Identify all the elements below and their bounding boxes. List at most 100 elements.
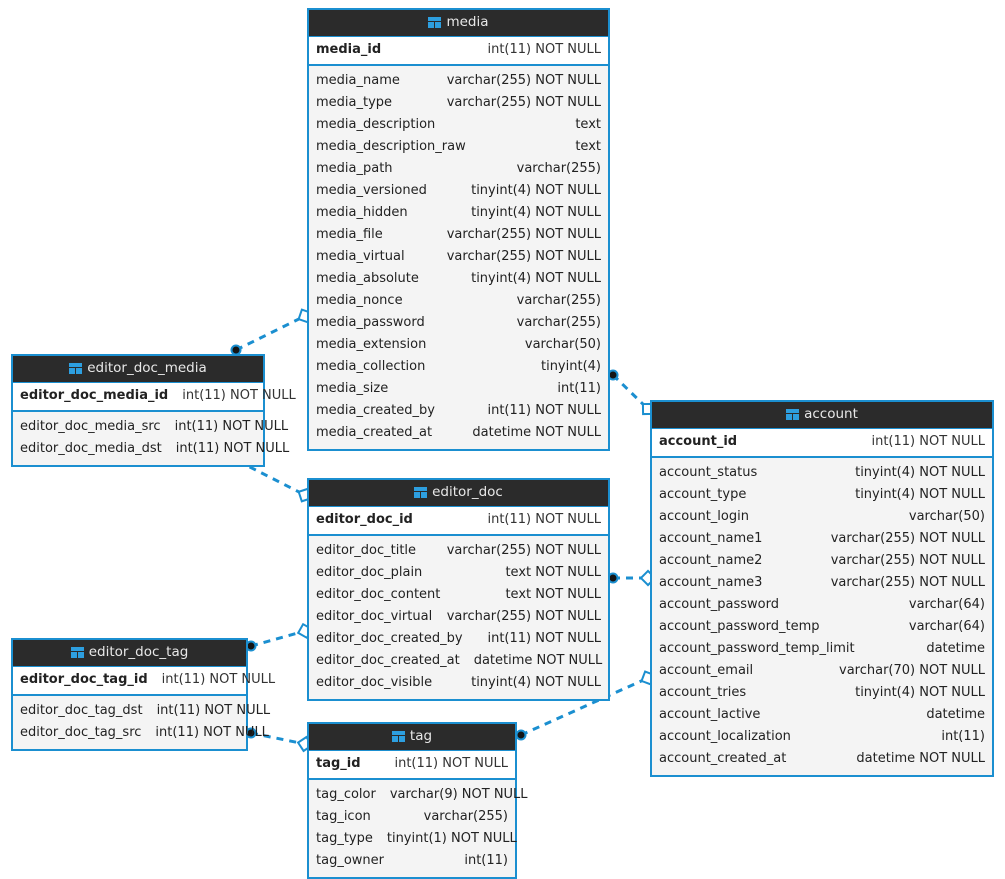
entity-header-media[interactable]: media: [309, 10, 608, 36]
field-name: media_description_raw: [316, 139, 466, 154]
field-type: int(11) NOT NULL: [182, 388, 296, 403]
field-type: datetime: [926, 707, 985, 722]
relation-line: [235, 314, 306, 352]
relation-line: [611, 373, 650, 411]
field-name: account_lactive: [659, 707, 761, 722]
field-type: varchar(255) NOT NULL: [830, 575, 985, 590]
field-row: editor_doc_tag_dst int(11) NOT NULL: [13, 700, 270, 722]
field-name: editor_doc_plain: [316, 565, 423, 580]
field-type: int(11): [941, 729, 985, 744]
field-name: media_absolute: [316, 271, 419, 286]
field-type: int(11): [557, 381, 601, 396]
field-name: editor_doc_tag_dst: [20, 703, 143, 718]
rel-editor_doc-account[interactable]: [607, 569, 657, 587]
field-type: varchar(255) NOT NULL: [446, 543, 601, 558]
field-type: varchar(255) NOT NULL: [446, 73, 601, 88]
field-name: account_email: [659, 663, 754, 678]
field-type: int(11) NOT NULL: [487, 403, 601, 418]
field-type: int(11) NOT NULL: [156, 703, 271, 718]
field-type: varchar(255) NOT NULL: [830, 553, 985, 568]
field-type: int(11) NOT NULL: [394, 756, 508, 771]
entity-title: editor_doc: [432, 484, 503, 500]
field-name: tag_type: [316, 831, 373, 846]
field-type: int(11) NOT NULL: [161, 672, 276, 687]
field-name: media_description: [316, 117, 436, 132]
field-type: varchar(255): [516, 315, 601, 330]
field-type: int(11) NOT NULL: [487, 631, 601, 646]
entity-title: editor_doc_tag: [88, 644, 189, 660]
field-type: varchar(255) NOT NULL: [830, 531, 985, 546]
field-type: tinyint(4) NOT NULL: [471, 183, 601, 198]
field-name: account_id: [659, 434, 738, 449]
entity-header-editor_doc[interactable]: editor_doc: [309, 480, 608, 506]
field-name: media_path: [316, 161, 393, 176]
field-type: tinyint(4): [540, 359, 601, 374]
field-row: media_versioned tinyint(4) NOT NULL: [309, 180, 608, 202]
field-type: datetime NOT NULL: [472, 425, 601, 440]
field-name: account_password_temp_limit: [659, 641, 855, 656]
table-icon: [786, 409, 800, 420]
entity-header-account[interactable]: account: [652, 402, 992, 428]
field-name: editor_doc_tag_src: [20, 725, 142, 740]
field-name: editor_doc_content: [316, 587, 441, 602]
field-name: media_versioned: [316, 183, 427, 198]
entity-header-editor_doc_tag[interactable]: editor_doc_tag: [13, 640, 246, 666]
field-name: media_type: [316, 95, 393, 110]
field-name: media_size: [316, 381, 389, 396]
entity-header-editor_doc_media[interactable]: editor_doc_media: [13, 356, 263, 382]
field-name: media_nonce: [316, 293, 403, 308]
field-name: media_created_at: [316, 425, 433, 440]
field-name: media_extension: [316, 337, 427, 352]
table-icon: [69, 363, 83, 374]
field-type: datetime NOT NULL: [856, 751, 985, 766]
field-name: account_created_at: [659, 751, 787, 766]
field-name: editor_doc_created_by: [316, 631, 463, 646]
rel-editor_doc_media-media[interactable]: [230, 308, 313, 356]
field-type: varchar(255): [423, 809, 508, 824]
field-name: media_password: [316, 315, 425, 330]
rel-editor_doc_tag-editor_doc[interactable]: [245, 622, 314, 652]
field-type: varchar(9) NOT NULL: [389, 787, 528, 802]
rel-media-account[interactable]: [607, 369, 655, 416]
entity-header-tag[interactable]: tag: [309, 724, 515, 750]
field-type: text NOT NULL: [505, 565, 601, 580]
field-name: media_collection: [316, 359, 426, 374]
field-name: account_type: [659, 487, 747, 502]
field-name: editor_doc_created_at: [316, 653, 460, 668]
